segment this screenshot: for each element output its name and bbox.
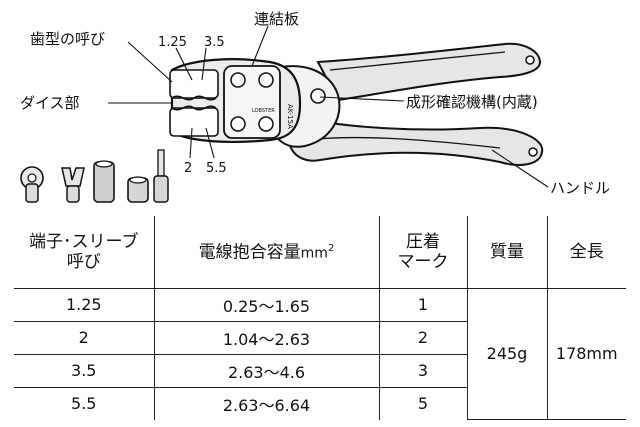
label-size-2: 2 [184, 161, 192, 176]
cell-mass: 245g [466, 287, 548, 420]
label-handle: ハンドル [550, 179, 610, 197]
die-jaw-upper [169, 69, 219, 99]
cell-mark: 1 [378, 287, 468, 322]
label-size-55: 5.5 [206, 161, 227, 176]
upper-handle [316, 42, 542, 102]
leader-ratchet [319, 96, 405, 102]
head-model-text: AK-15A [286, 104, 294, 129]
fork-terminal [61, 167, 85, 203]
leader-size-55 [205, 127, 215, 159]
cell-size: 1.25 [14, 287, 155, 322]
link-plate-bolt-4 [258, 116, 274, 132]
header-size: 端子･スリーブ 呼び [14, 216, 155, 289]
spec-table: 端子･スリーブ 呼び 電線抱合容量mm2 圧着 マーク 質量 全長 1.25 0… [14, 216, 626, 420]
header-size-line1: 端子･スリーブ [29, 231, 139, 252]
label-link-plate: 連結板 [254, 10, 299, 28]
cell-capacity: 1.04～2.63 [153, 320, 380, 355]
cell-size: 3.5 [14, 353, 155, 388]
header-mark: 圧着 マーク [378, 216, 468, 289]
table-row: 3.5 2.63～4.6 3 [14, 353, 626, 388]
leader-size-125 [175, 47, 193, 81]
die-teeth [171, 95, 217, 101]
table-row: 1.25 0.25～1.65 1 245g 178mm [14, 287, 626, 420]
cell-mark: 3 [378, 353, 467, 388]
cell-length: 178mm [546, 287, 626, 420]
link-plate-bolt-3 [230, 116, 246, 132]
header-size-line2: 呼び [66, 251, 101, 272]
header-capacity: 電線抱合容量mm2 [153, 216, 380, 289]
spec-table-header-row: 端子･スリーブ 呼び 電線抱合容量mm2 圧着 マーク 質量 全長 [14, 216, 626, 289]
link-plate-bolt-1 [230, 72, 246, 88]
cell-capacity: 0.25～1.65 [153, 287, 380, 322]
lower-handle-inner [304, 136, 501, 149]
die-jaw-lower [169, 107, 219, 137]
label-die-size: 歯型の呼び [30, 30, 105, 48]
lower-handle [288, 116, 544, 166]
label-size-35: 3.5 [204, 35, 225, 50]
header-capacity-exp: 2 [327, 243, 335, 255]
lower-handle-hole [528, 147, 538, 157]
leader-die-size [127, 41, 173, 83]
cell-size: 2 [14, 320, 155, 355]
pin-terminal [153, 149, 169, 203]
cell-capacity: 2.63～6.64 [153, 386, 380, 420]
cell-capacity: 2.63～4.6 [153, 353, 380, 388]
butt-sleeve [93, 160, 115, 203]
label-die-part: ダイス部 [20, 94, 80, 112]
cell-mark: 2 [378, 320, 467, 355]
leader-link-plate [251, 25, 269, 67]
die-teeth-lower [171, 105, 217, 111]
header-capacity-unit: mm [300, 246, 328, 263]
ring-terminal [20, 166, 44, 203]
ratchet-pivot [310, 88, 326, 104]
leader-size-35 [201, 47, 207, 81]
label-size-125: 1.25 [158, 35, 187, 50]
upper-handle-hole [525, 55, 535, 65]
cell-size: 5.5 [14, 386, 155, 420]
head-brand-text: LOBSTER [252, 108, 275, 114]
label-ratchet: 成形確認機構(内蔵) [406, 93, 538, 111]
leader-handle [491, 149, 549, 188]
link-plate-bolt-2 [258, 72, 274, 88]
leader-size-2 [189, 127, 193, 159]
header-length: 全長 [546, 216, 626, 289]
upper-handle-inner [329, 51, 506, 71]
header-capacity-main: 電線抱合容量 [198, 243, 301, 264]
table-row: 5.5 2.63～6.64 5 [14, 386, 626, 420]
cell-mark: 5 [378, 386, 467, 420]
header-mark-line1: 圧着 [406, 231, 440, 252]
closed-end-sleeve [127, 176, 149, 203]
header-mass: 質量 [466, 216, 548, 289]
header-mark-line2: マーク [397, 251, 449, 272]
crimping-tool-diagram: AK-15A LOBSTER 歯型の呼び 1.25 3.5 連結板 ダイス部 [20, 10, 610, 203]
